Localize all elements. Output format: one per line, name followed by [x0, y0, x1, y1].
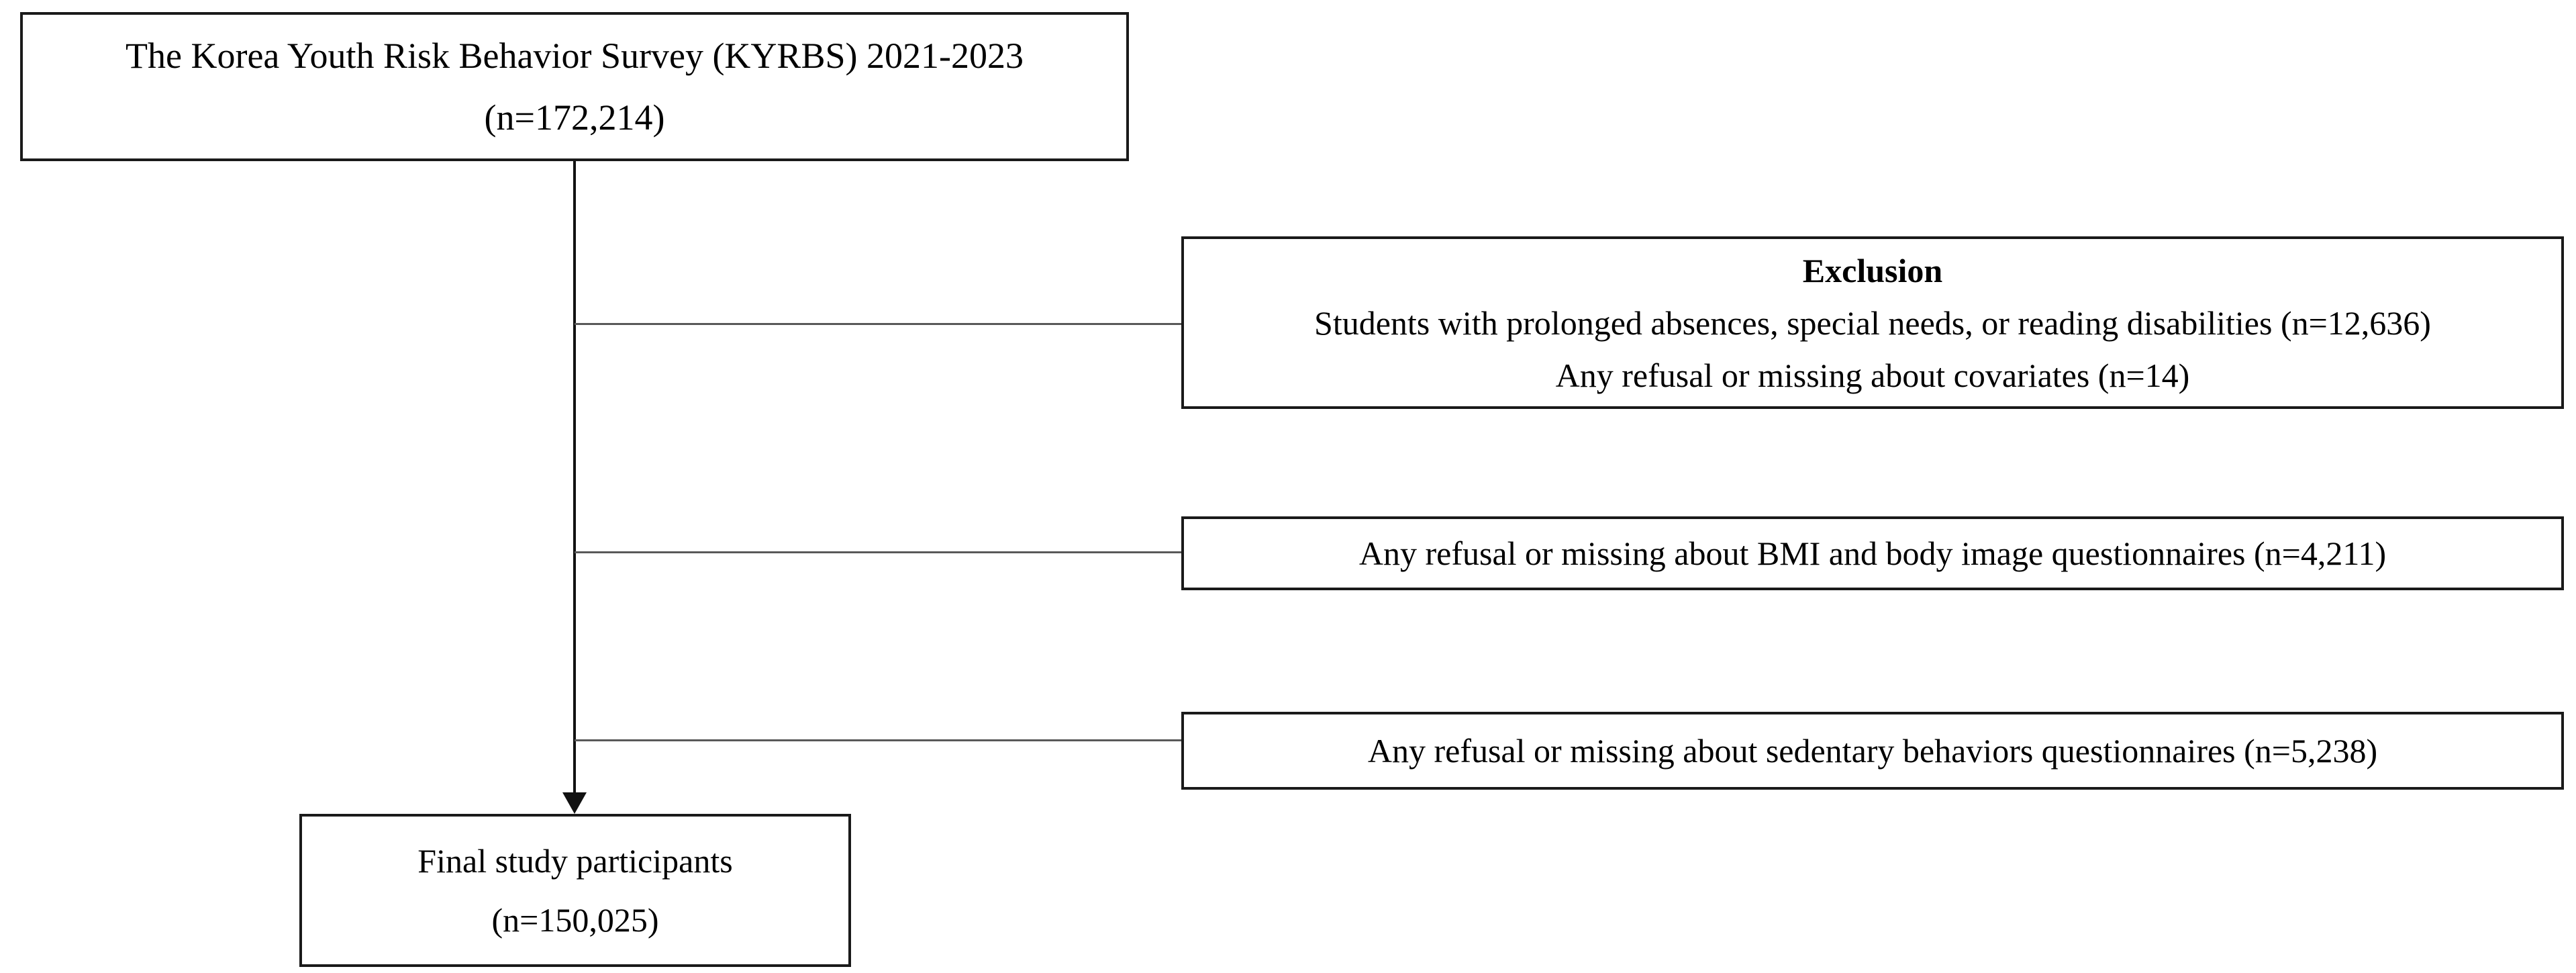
final-participants-title: Final study participants — [417, 842, 733, 880]
branch-connector-exclusion — [575, 323, 1181, 325]
branch-connector-bmi — [575, 551, 1181, 553]
main-flow-connector — [573, 161, 576, 795]
final-participants-box: Final study participants (n=150,025) — [299, 814, 851, 967]
bmi-exclusion-text: Any refusal or missing about BMI and bod… — [1358, 535, 2387, 572]
branch-connector-sedentary — [575, 739, 1181, 741]
exclusion-criterion-absences: Students with prolonged absences, specia… — [1314, 304, 2431, 342]
survey-source-title: The Korea Youth Risk Behavior Survey (KY… — [126, 36, 1024, 76]
exclusion-title: Exclusion — [1802, 251, 1943, 289]
exclusion-box: Exclusion Students with prolonged absenc… — [1181, 236, 2564, 409]
survey-source-count: (n=172,214) — [484, 97, 665, 138]
bmi-exclusion-box: Any refusal or missing about BMI and bod… — [1181, 516, 2564, 590]
final-participants-count: (n=150,025) — [491, 901, 659, 939]
sedentary-exclusion-text: Any refusal or missing about sedentary b… — [1367, 732, 2378, 770]
arrow-down-icon — [562, 792, 587, 814]
exclusion-criterion-covariates: Any refusal or missing about covariates … — [1555, 356, 2190, 394]
sedentary-exclusion-box: Any refusal or missing about sedentary b… — [1181, 712, 2564, 790]
survey-source-box: The Korea Youth Risk Behavior Survey (KY… — [20, 12, 1129, 161]
